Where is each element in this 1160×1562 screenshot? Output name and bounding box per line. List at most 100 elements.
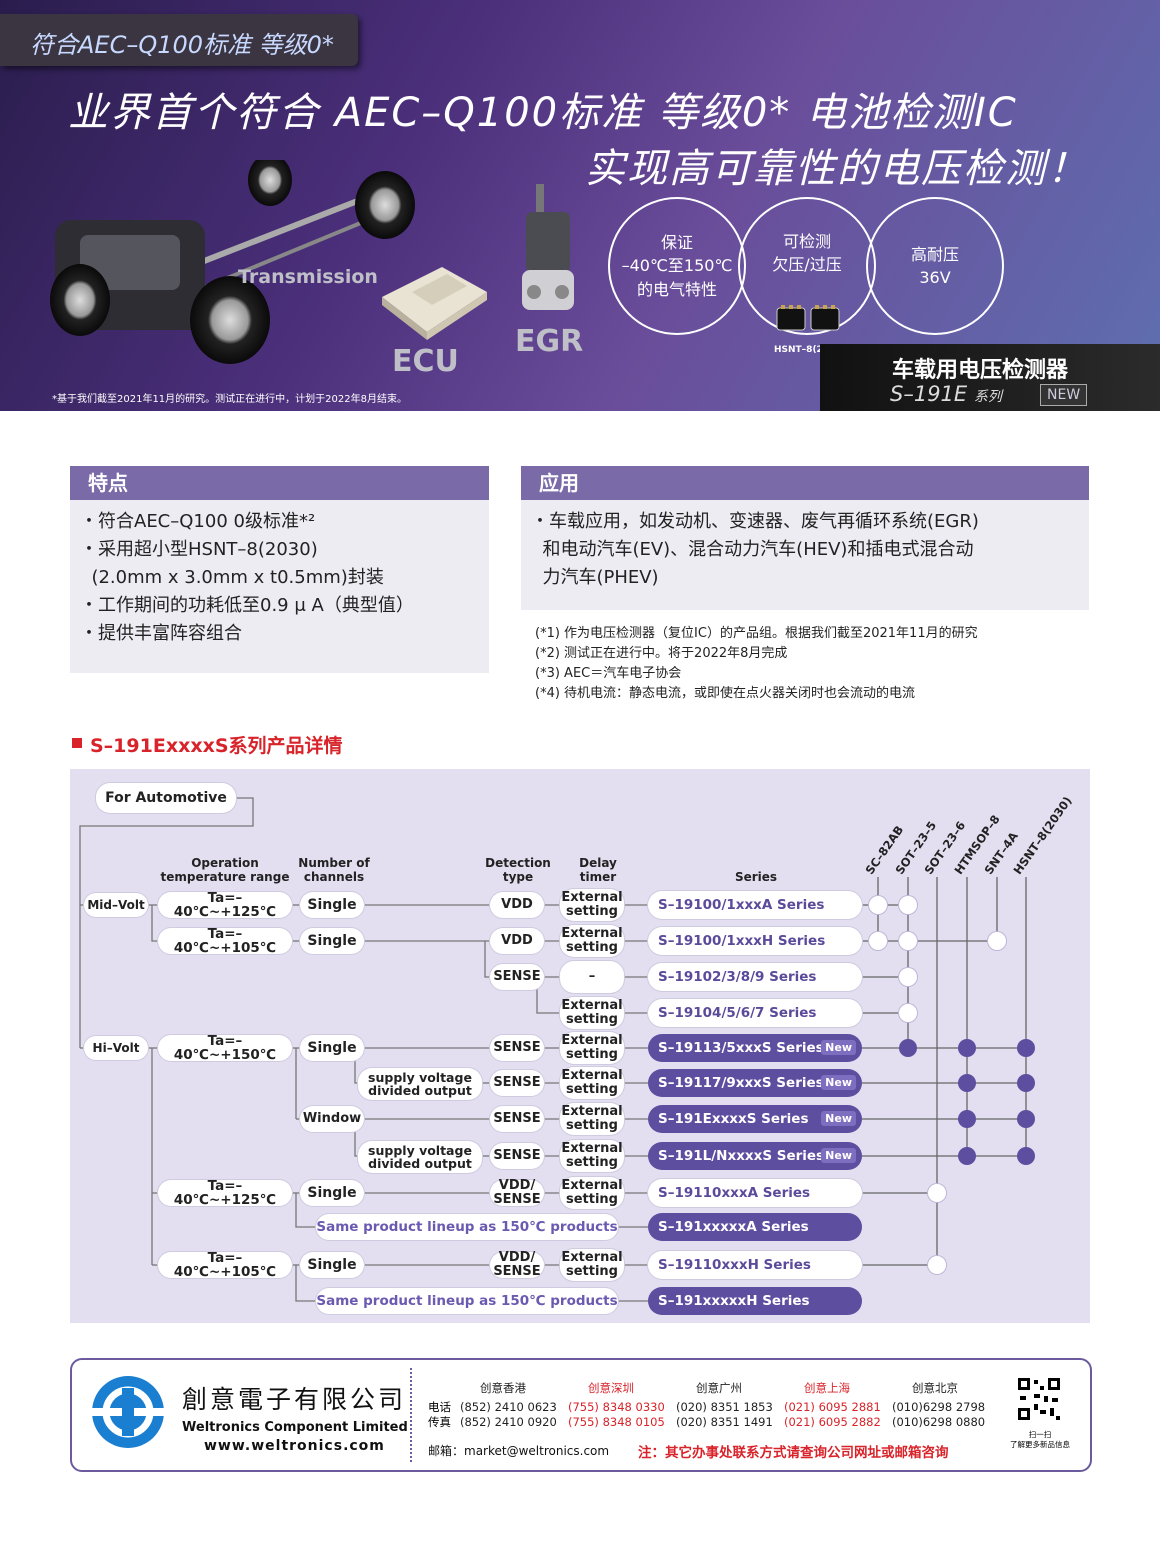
applications-heading: 应用 <box>521 466 1089 500</box>
divided-output-pill: supply voltage divided output <box>358 1141 482 1173</box>
channel-pill: Single <box>300 1035 364 1061</box>
series-pill[interactable]: S–19104/5/6/7 Series <box>648 999 862 1027</box>
series-name: S–19113/5xxxS Series <box>658 1040 824 1056</box>
lineup-title: S–191ExxxxS系列产品详情 <box>90 735 343 757</box>
detection-type-pill: SENSE <box>490 1143 544 1169</box>
series-pill[interactable]: S–19100/1xxxH Series <box>648 927 862 955</box>
series-pill[interactable]: S–19100/1xxxA Series <box>648 891 862 919</box>
delay-timer-pill: External setting <box>560 997 624 1029</box>
note-item: (*4) 待机电流：静态电流，或即使在点火器关闭时也会流动的电流 <box>535 686 916 701</box>
channel-pill: Single <box>300 1180 364 1206</box>
temp-range-pill: Ta=–40℃~+150℃ <box>158 1034 292 1062</box>
package-availability-dot <box>988 932 1006 950</box>
package-availability-dot <box>869 932 887 950</box>
header-channels: Number of channels <box>298 856 370 884</box>
hi-volt-label: Hi–Volt <box>84 1036 148 1060</box>
series-pill[interactable]: S–191xxxxxA Series <box>648 1213 862 1241</box>
detection-type-pill: VDD/ SENSE <box>490 1251 544 1278</box>
lineup-diagram: For Automotive Operation temperature ran… <box>70 769 1090 1323</box>
tel-label: 电话 <box>428 1400 451 1414</box>
features-heading: 特点 <box>70 466 489 500</box>
package-availability-dot <box>899 1004 917 1022</box>
office-tel: (852) 2410 0623 <box>460 1400 557 1414</box>
features-section: 特点 ・符合AEC–Q100 0级标准*² ・采用超小型HSNT–8(2030)… <box>70 466 489 673</box>
office-fax: (852) 2410 0920 <box>460 1415 557 1429</box>
channel-pill: Window <box>300 1106 364 1132</box>
product-series-suffix: 系列 <box>973 389 1002 405</box>
applications-section: 应用 ・车载应用，如发动机、变速器、废气再循环系统(EGR) 和电动汽车(EV)… <box>521 466 1089 704</box>
package-availability-dot <box>899 896 917 914</box>
office-city: 创意深圳 <box>588 1381 634 1395</box>
aec-tag-text: 符合AEC–Q100标准 等级0* <box>30 31 334 59</box>
package-availability-dot <box>958 1039 976 1057</box>
features-body: ・符合AEC–Q100 0级标准*² ・采用超小型HSNT–8(2030) (2… <box>70 500 489 673</box>
series-name: S–191L/NxxxxS Series <box>658 1148 825 1164</box>
series-name: S–19110xxxA Series <box>658 1185 811 1201</box>
office-fax: (020) 8351 1491 <box>676 1415 773 1429</box>
application-line: 和电动汽车(EV)、混合动力汽车(HEV)和插电式混合动 <box>531 539 974 560</box>
series-pill[interactable]: S–19110xxxH Series <box>648 1251 862 1279</box>
feature-item: (2.0mm x 3.0mm x t0.5mm)封装 <box>80 567 384 588</box>
package-availability-dot <box>899 932 917 950</box>
section-square-icon <box>72 738 82 748</box>
feature-item: ・提供丰富阵容组合 <box>80 623 242 644</box>
qr-caption: 扫一扫 了解更多新品信息 <box>1010 1430 1070 1449</box>
package-availability-dot <box>899 968 917 986</box>
product-series: S–191E 系列 <box>890 382 1002 406</box>
detection-type-pill: SENSE <box>490 964 544 990</box>
package-availability-dot <box>928 1256 946 1274</box>
series-name: S–19100/1xxxA Series <box>658 897 825 913</box>
package-availability-dot <box>958 1110 976 1128</box>
feature-circle-temp: 保证 –40℃至150℃ 的电气特性 <box>608 197 746 335</box>
mid-volt-label: Mid–Volt <box>84 893 148 917</box>
series-pill[interactable]: S–191xxxxxH Series <box>648 1287 862 1315</box>
package-availability-dot <box>1017 1074 1035 1092</box>
office-tel: (755) 8348 0330 <box>568 1400 665 1414</box>
detection-type-pill: VDD/ SENSE <box>490 1179 544 1206</box>
product-name: 车载用电压检测器 <box>892 358 1069 383</box>
qr-code-icon[interactable] <box>1016 1376 1062 1422</box>
office-city: 创意上海 <box>804 1381 850 1395</box>
egr-image <box>522 184 574 310</box>
detection-type-pill: SENSE <box>490 1106 544 1132</box>
footer: 創意電子有限公司 Weltronics Component Limited ww… <box>70 1358 1092 1472</box>
temp-range-pill: Ta=–40℃~+125℃ <box>158 1179 292 1207</box>
series-name: S–19110xxxH Series <box>658 1257 811 1273</box>
new-badge: New <box>821 1040 856 1055</box>
fax-label: 传真 <box>428 1415 451 1429</box>
detection-type-pill: VDD <box>490 892 544 918</box>
transmission-label: Transmission <box>238 266 378 288</box>
series-name: S–19117/9xxxS Series <box>658 1075 824 1091</box>
delay-timer-pill: External setting <box>560 1067 624 1099</box>
office-tel: (010)6298 2798 <box>892 1400 986 1414</box>
feature-item: ・符合AEC–Q100 0级标准*² <box>80 511 316 532</box>
for-automotive-label: For Automotive <box>96 783 236 813</box>
applications-body: ・车载应用，如发动机、变速器、废气再循环系统(EGR) 和电动汽车(EV)、混合… <box>521 500 1089 610</box>
feature-item: ・工作期间的功耗低至0.9 μ A（典型值） <box>80 595 414 616</box>
package-availability-dot <box>928 1184 946 1202</box>
series-pill[interactable]: S–19110xxxA Series <box>648 1179 862 1207</box>
application-line: ・车载应用，如发动机、变速器、废气再循环系统(EGR) <box>531 511 979 532</box>
product-series-name: S–191E <box>890 382 968 406</box>
delay-timer-pill: External setting <box>560 925 624 957</box>
office-city: 创意广州 <box>696 1381 742 1395</box>
new-badge: NEW <box>1040 384 1088 406</box>
feature-circle-voltage: 高耐压 36V <box>866 197 1004 335</box>
series-name: S–191xxxxxH Series <box>658 1293 810 1309</box>
company-website[interactable]: www.weltronics.com <box>204 1438 385 1454</box>
aec-tag <box>0 14 358 66</box>
delay-timer-pill: External setting <box>560 889 624 921</box>
package-availability-dot <box>1017 1039 1035 1057</box>
company-name-en: Weltronics Component Limited <box>182 1420 408 1435</box>
ecu-label: ECU <box>392 344 459 379</box>
note-item: (*2) 测试正在进行中。将于2022年8月完成 <box>535 646 788 661</box>
email[interactable]: 邮箱：market@weltronics.com <box>428 1444 610 1458</box>
channel-pill: Single <box>300 1252 364 1278</box>
feature-circle-temp-text: 保证 –40℃至150℃ 的电气特性 <box>621 233 733 299</box>
series-pill[interactable]: S–19102/3/8/9 Series <box>648 963 862 991</box>
phone-fax-labels: 电话 传真 <box>428 1400 451 1430</box>
